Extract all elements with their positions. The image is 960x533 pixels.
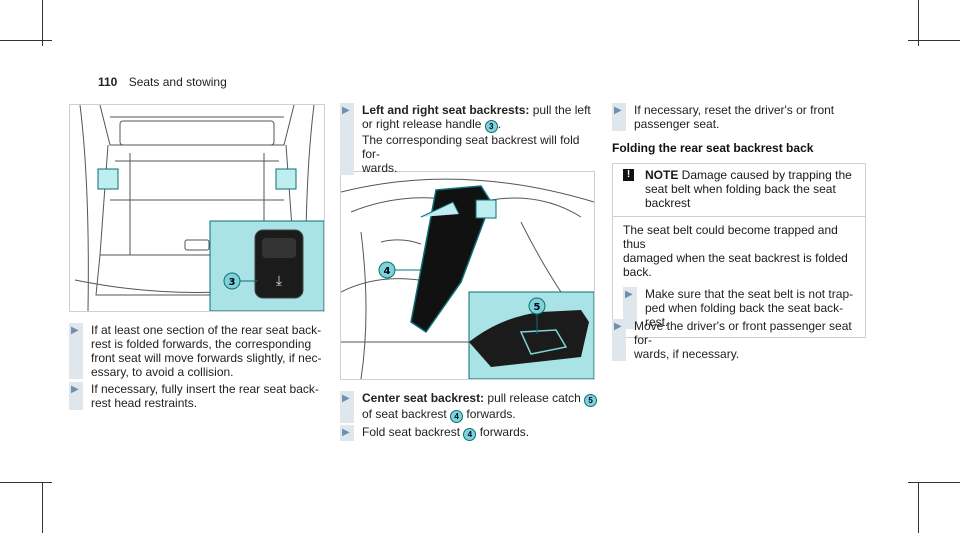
crop-mark	[42, 0, 43, 46]
bullet-text: If necessary, reset the driver's or fron…	[634, 103, 835, 131]
bullet-arrow-icon: ▶	[71, 325, 79, 336]
bullet-bar	[69, 323, 83, 379]
crop-mark	[908, 40, 960, 41]
bullet-lead-tail: . The corresponding seat backrest will f…	[362, 117, 580, 175]
bullet-arrow-icon: ▶	[625, 289, 633, 300]
page-number: 110	[98, 75, 118, 89]
bullet-front-seat-move: ▶ If at least one section of the rear se…	[69, 323, 329, 379]
bullet-text: Make sure that the seat belt is not trap…	[645, 287, 854, 329]
bullet-bar	[340, 425, 354, 441]
callout-3: 3	[229, 277, 236, 288]
bullet-text: If necessary, fully insert the rear seat…	[91, 382, 319, 410]
bullet-left-right-backrests: ▶ Left and right seat backrests: pull th…	[340, 103, 600, 175]
bullet-bar	[340, 391, 354, 423]
bullet-center-text: pull release catch	[484, 391, 585, 405]
note-bullet: ▶ Make sure that the seat belt is not tr…	[623, 287, 857, 329]
note-text: Damage caused by trapping the seat belt …	[645, 168, 852, 210]
bullet-text: Left and right seat backrests: pull the …	[340, 103, 600, 175]
exclamation-icon: !	[623, 169, 634, 181]
note-label: NOTE	[645, 168, 679, 182]
callout-4: 4	[384, 266, 391, 277]
bullet-arrow-icon: ▶	[342, 427, 350, 438]
bullet-arrow-icon: ▶	[342, 105, 350, 116]
note-header-text: NOTE Damage caused by trapping the seat …	[623, 168, 857, 210]
bullet-center-tail: forwards.	[463, 407, 516, 421]
bullet-center-backrest: ▶ Center seat backrest: pull release cat…	[340, 391, 600, 423]
trunk-illustration: ⤓ 3	[69, 104, 325, 312]
bullet-center-bold: Center seat backrest:	[362, 391, 485, 405]
note-detail: The seat belt could become trapped and t…	[623, 223, 848, 279]
page-section-title: Seats and stowing	[128, 75, 227, 89]
crop-mark	[0, 482, 52, 483]
bullet-insert-head-restraints: ▶ If necessary, fully insert the rear se…	[69, 382, 329, 410]
bullet-text: If at least one section of the rear seat…	[91, 323, 322, 379]
bullet-bar	[623, 287, 637, 329]
bullet-arrow-icon: ▶	[342, 393, 350, 404]
bullet-bar	[340, 103, 354, 175]
callout-5: 5	[534, 302, 541, 313]
section-subheading: Folding the rear seat backrest back	[612, 141, 814, 155]
bullet-bar	[612, 319, 626, 361]
bullet-reset-seat: ▶ If necessary, reset the driver's or fr…	[612, 103, 872, 131]
rear-seat-illustration: 4 5	[340, 171, 595, 380]
bullet-move-seat-forwards: ▶ Move the driver's or front passenger s…	[612, 319, 872, 361]
note-header: ! NOTE Damage caused by trapping the sea…	[613, 164, 865, 217]
bullet-text: Center seat backrest: pull release catch…	[340, 391, 600, 423]
bullet-text: Move the driver's or front passenger sea…	[634, 319, 852, 361]
bullet-fold-tail: forwards.	[476, 425, 530, 439]
svg-text:⤓: ⤓	[276, 273, 282, 289]
crop-mark	[42, 482, 43, 533]
crop-mark	[918, 0, 919, 46]
bullet-center-text2: of seat backrest	[362, 407, 447, 421]
bullet-arrow-icon: ▶	[71, 384, 79, 395]
bullet-lead-text: pull the left or right release handle	[362, 103, 591, 131]
page-header: 110 Seats and stowing	[98, 75, 227, 89]
bullet-fold-backrest: ▶ Fold seat backrest 4 forwards.	[340, 425, 600, 441]
crop-mark	[918, 482, 919, 533]
crop-mark	[908, 482, 960, 483]
bullet-bar	[69, 382, 83, 410]
inline-callout-4: 4	[450, 410, 464, 423]
bullet-fold-text: Fold seat backrest	[362, 425, 464, 439]
bullet-text: Fold seat backrest 4 forwards.	[340, 425, 600, 441]
note-box: ! NOTE Damage caused by trapping the sea…	[612, 163, 866, 338]
inline-callout-5: 5	[584, 394, 598, 407]
bullet-arrow-icon: ▶	[614, 105, 622, 116]
inline-callout-4: 4	[463, 428, 477, 441]
inline-callout-3: 3	[484, 120, 498, 133]
bullet-lead-bold: Left and right seat backrests:	[362, 103, 530, 117]
crop-mark	[0, 40, 52, 41]
bullet-bar	[612, 103, 626, 131]
bullet-arrow-icon: ▶	[614, 321, 622, 332]
